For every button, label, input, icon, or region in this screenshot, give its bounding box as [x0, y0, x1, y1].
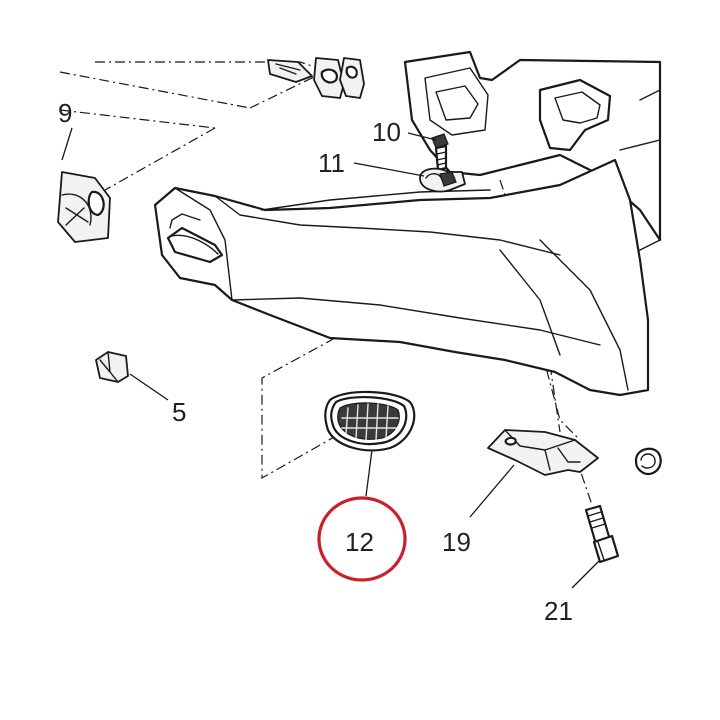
- part-5-clip: [95, 351, 129, 383]
- callout-9: 9: [58, 98, 72, 128]
- part-11-grommet: [419, 167, 466, 193]
- callout-11: 11: [318, 148, 345, 178]
- callout-labels: 9 10 11 5 12 19 21: [58, 98, 573, 626]
- part-12-plug: [324, 390, 416, 452]
- callout-21: 21: [544, 596, 573, 626]
- part-9-bracket: [57, 171, 111, 243]
- top-clamp-parts: [267, 57, 365, 99]
- leader-lines: [61, 127, 601, 589]
- part-21-bolt: [584, 504, 620, 564]
- circlip-ring: [634, 447, 662, 476]
- callout-19: 19: [442, 527, 471, 557]
- swingarm: [153, 158, 650, 397]
- part-19-bracket: [487, 429, 599, 476]
- highlight-ring: [317, 496, 407, 582]
- callout-10: 10: [372, 117, 401, 147]
- part-10-bolt: [431, 133, 449, 172]
- callout-12: 12: [345, 527, 374, 557]
- frame-section: [403, 50, 700, 470]
- callout-5: 5: [172, 397, 186, 427]
